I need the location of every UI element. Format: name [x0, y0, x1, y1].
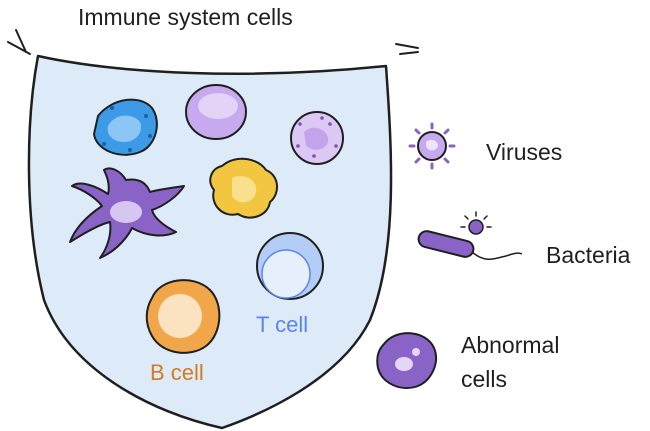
abnormal-cell-icon — [376, 332, 437, 389]
speckled-cell-icon — [290, 111, 344, 165]
b-cell-icon — [145, 279, 221, 354]
dendritic-cell-icon — [69, 167, 185, 259]
yellow-cell-icon — [209, 157, 278, 219]
blue-cell-icon — [92, 98, 158, 156]
virus-icon — [408, 122, 456, 170]
bacteria-label: Bacteria — [546, 242, 631, 268]
lilac-cell-icon — [185, 84, 247, 140]
viruses-label: Viruses — [486, 139, 563, 165]
b-cell-label: B cell — [150, 360, 204, 385]
bacterium-icon — [417, 211, 523, 260]
t-cell-icon — [256, 232, 324, 300]
t-cell-label: T cell — [256, 312, 309, 337]
diagram-title: Immune system cells — [78, 4, 293, 30]
abnormal-cells-label-line1: Abnormal — [461, 332, 560, 358]
abnormal-cells-label-line2: cells — [461, 366, 508, 392]
abnormal-cells-label: Abnormal cells — [461, 328, 559, 396]
